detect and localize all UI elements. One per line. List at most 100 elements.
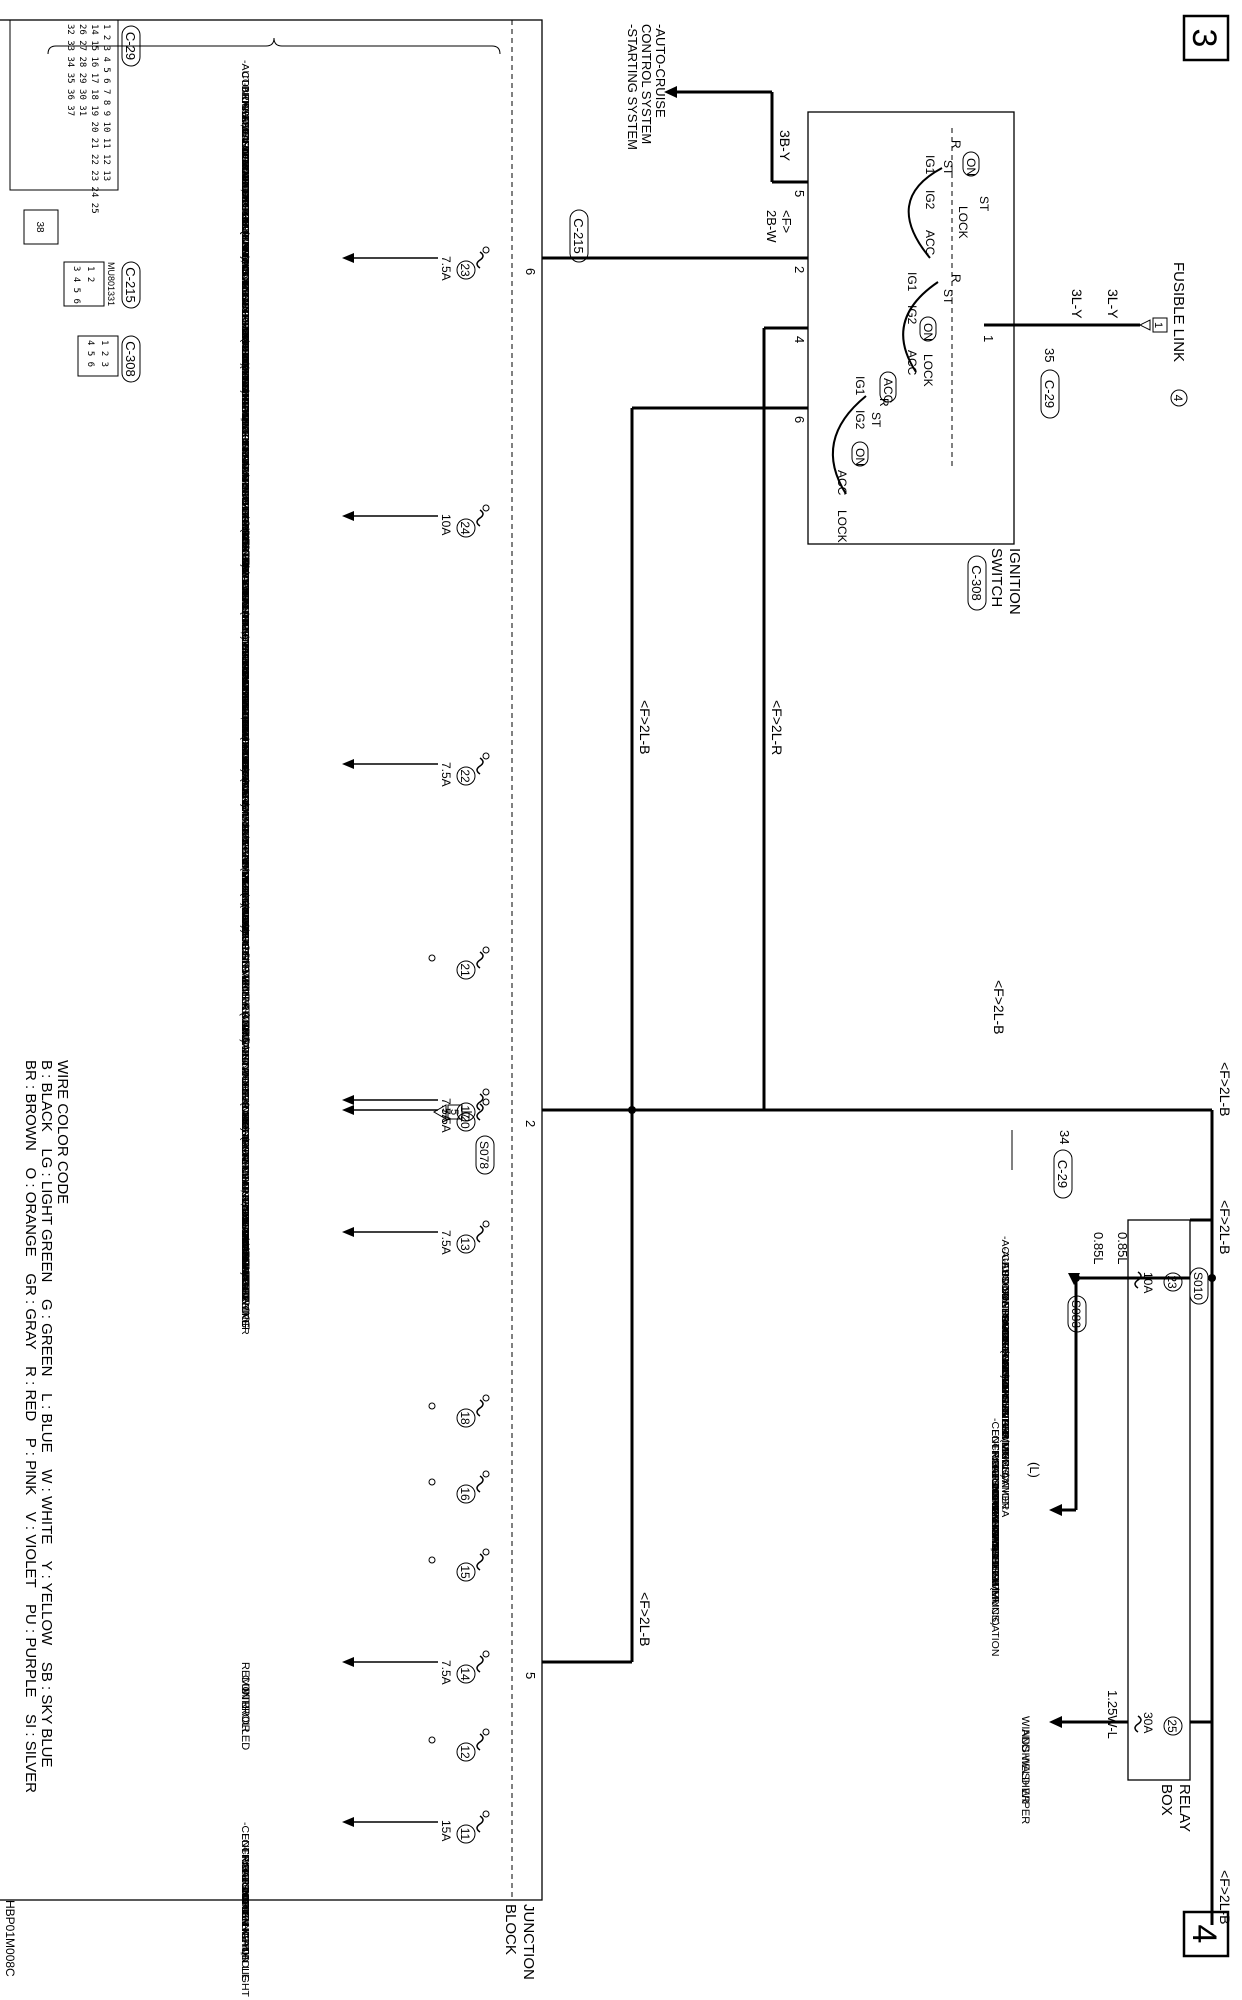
f23-load-right-3: -INVECS-II 4A/T <box>239 394 251 472</box>
relay23-load-10: -MITSUBISHI <box>999 1350 1011 1414</box>
switch1-ig1: IG1 <box>923 155 937 175</box>
wire-label-3ly-upper: 3L-Y <box>1105 289 1121 319</box>
switch2-lock: LOCK <box>921 354 935 387</box>
switch1-acc: ACC <box>923 230 937 256</box>
f13-load-0: -AUTOMATIC <box>239 1232 251 1299</box>
connector-key-c215-row-1: 3 4 5 6 <box>71 266 81 304</box>
switch1-r: R <box>949 140 963 149</box>
fuse-18: 18 <box>428 1394 490 1428</box>
f20-load-1: CONDITIONING <box>239 1011 251 1089</box>
fuse-18-open-terminal <box>428 1402 436 1410</box>
switch3-ig1: IG1 <box>853 376 867 396</box>
starter-load-1: CONTROL SYSTEM <box>639 24 654 144</box>
page-number-right: 4 <box>1185 1925 1223 1944</box>
s083-load-0: -CENTRAL DOOR <box>989 1418 1001 1505</box>
f23-load-right-26: -WINDSHIELD WIPER AND <box>239 656 251 788</box>
f23-load-right-2: TONE ALARM <box>239 383 251 451</box>
f23-load-left-5: FUEL WARNING LIGHT <box>239 117 251 231</box>
relay23-load-12: -MITSUBISHI <box>999 1373 1011 1437</box>
s083-load-1: LOCKING SYSTEM <box>989 1429 1001 1522</box>
f11-load-4: TRUNK LIGHT AND <box>239 1868 251 1963</box>
switch3-on: ON <box>853 448 867 466</box>
f22-load-17: -TIRE PRESSURE <box>239 870 251 958</box>
f22-load-12: MULTI-COMMUNICATION <box>239 813 251 937</box>
page-number-box-left <box>1182 14 1230 62</box>
relay23-load-4: -CONTROLLER AREA <box>999 1282 1011 1388</box>
fusible-link-title: FUSIBLE LINK <box>1170 262 1187 362</box>
f23-load-right-20: FRONT SIDE MARKER LIGHT <box>239 588 251 734</box>
f23-load-right-9: -MITSUBISHI <box>239 463 251 527</box>
switch1-lock: LOCK <box>956 206 970 239</box>
fuse-21-terminal <box>482 946 490 954</box>
switch3-acc: ACC <box>881 378 895 404</box>
f14-load-1: CONTROLLED <box>239 1675 251 1750</box>
connector-key-c29-body <box>9 19 119 191</box>
f23-load-right-12: -MULTI-CENTER DISPLAY <box>239 497 251 624</box>
fuse-20-rating: 7.5A <box>439 1108 453 1133</box>
f20-load-18: AND HAZARD <box>239 1205 251 1274</box>
ignition-switch-pin-4: 4 <box>792 336 807 343</box>
wire-label-l: (L) <box>1027 1462 1042 1478</box>
connector-key-c29-extra: 38 <box>34 221 45 233</box>
f22-load-8: -INVECS-II 5A/T <box>239 767 251 845</box>
relay-fuse-25-symbol <box>1134 1715 1142 1733</box>
junction-block-title-1: JUNCTION <box>520 1904 537 1980</box>
f17-load-0: -CONTROLLER AREA <box>239 940 251 1052</box>
switch3-acc2: ACC <box>835 470 849 496</box>
relay23-load-5: NETWORK (CAN) <box>999 1293 1011 1379</box>
wire-color-code-title: WIRE COLOR CODE <box>54 1060 71 1204</box>
arrow-relay-f25 <box>1049 1716 1062 1728</box>
arrow-starting-system <box>664 86 677 98</box>
connector-key-c215-body <box>63 261 105 307</box>
arrow-relay-f23 <box>1068 1273 1080 1285</box>
relay23-load-9: CONDITIONING SYSTEM <box>999 1339 1011 1463</box>
fuse-12-number: 12 <box>458 1745 472 1759</box>
f20-load-20: -WINDSHIELD WIPER <box>239 1228 251 1335</box>
f11-load-6: ILLUMINATION LIGHT <box>239 1890 251 1997</box>
wire-label-2lb-relay: <F>2L-B <box>1217 1200 1233 1254</box>
splice-s078: S078 <box>477 1141 491 1169</box>
f23-load-left-10: NETWORK (CAN) <box>239 174 251 260</box>
f24-load-0: IGNITION <box>239 516 251 565</box>
wire-label-2lr: <F>2L-R <box>769 700 785 755</box>
fuse-15-open-terminal <box>428 1556 436 1564</box>
f22-load-13: SYSTEM(MMCS) <box>239 824 251 906</box>
relay-fuse-23-num: 23 <box>1165 1275 1179 1289</box>
fuse-24-number: 24 <box>458 521 472 535</box>
f20-load-10: CONDITIONING SYSTEM <box>239 1114 251 1238</box>
fuse-11-number: 11 <box>458 1828 472 1841</box>
f23-load-left-11: -DOOR AJAR WARNING <box>239 185 251 302</box>
fuse-22-rating: 7.5A <box>439 762 453 787</box>
fusible-link-symbol <box>1138 319 1151 331</box>
f20-load-5: -COOLING SYSTEM <box>239 1057 251 1155</box>
f11-load-3: REAR DOME LIGHT, <box>239 1856 251 1955</box>
f23-load-left-4: WARNING LIGHT, <box>239 106 251 192</box>
switch1-on: ON <box>964 158 978 176</box>
switch2-contact-arc <box>902 281 939 373</box>
fuse-21-circle <box>456 960 476 980</box>
connector-key-c29-tag <box>121 25 141 67</box>
switch3-r: R <box>877 398 891 407</box>
f23-load-right-15: TONE ALARM <box>239 531 251 599</box>
f20-load-12: (FOR REAR VIEW CAMERA) <box>239 1137 251 1276</box>
fuse-16-symbol <box>476 1475 484 1493</box>
connector-key-c308-row-1: 4 5 6 <box>85 340 95 367</box>
f20-load-2: SYSTEM <box>239 1023 251 1066</box>
switch2-ig1: IG1 <box>905 272 919 292</box>
connector-label-c308: C-308 <box>969 565 984 600</box>
fuse-22-terminal <box>482 752 490 760</box>
fuse-20-symbol <box>476 1103 484 1121</box>
fuse-18-circle <box>456 1408 476 1428</box>
f23-load-left-24: TRUNK LIGHT AND <box>239 334 251 429</box>
connector-tag-c308 <box>967 555 987 611</box>
f20-load-4: NETWORK (CAN) <box>239 1046 251 1132</box>
switch3-on-oval <box>851 441 869 467</box>
f11-load-1: LOCKING SYSTEM <box>239 1833 251 1926</box>
f23-load-left-18: CONTROL SYSTEM (ASC) <box>239 265 251 394</box>
fuse-11-rating: 15A <box>439 1820 453 1841</box>
connector-key-c308-tag <box>121 335 141 383</box>
f23-load-left-2: -BRAKE WARNING <box>239 83 251 175</box>
